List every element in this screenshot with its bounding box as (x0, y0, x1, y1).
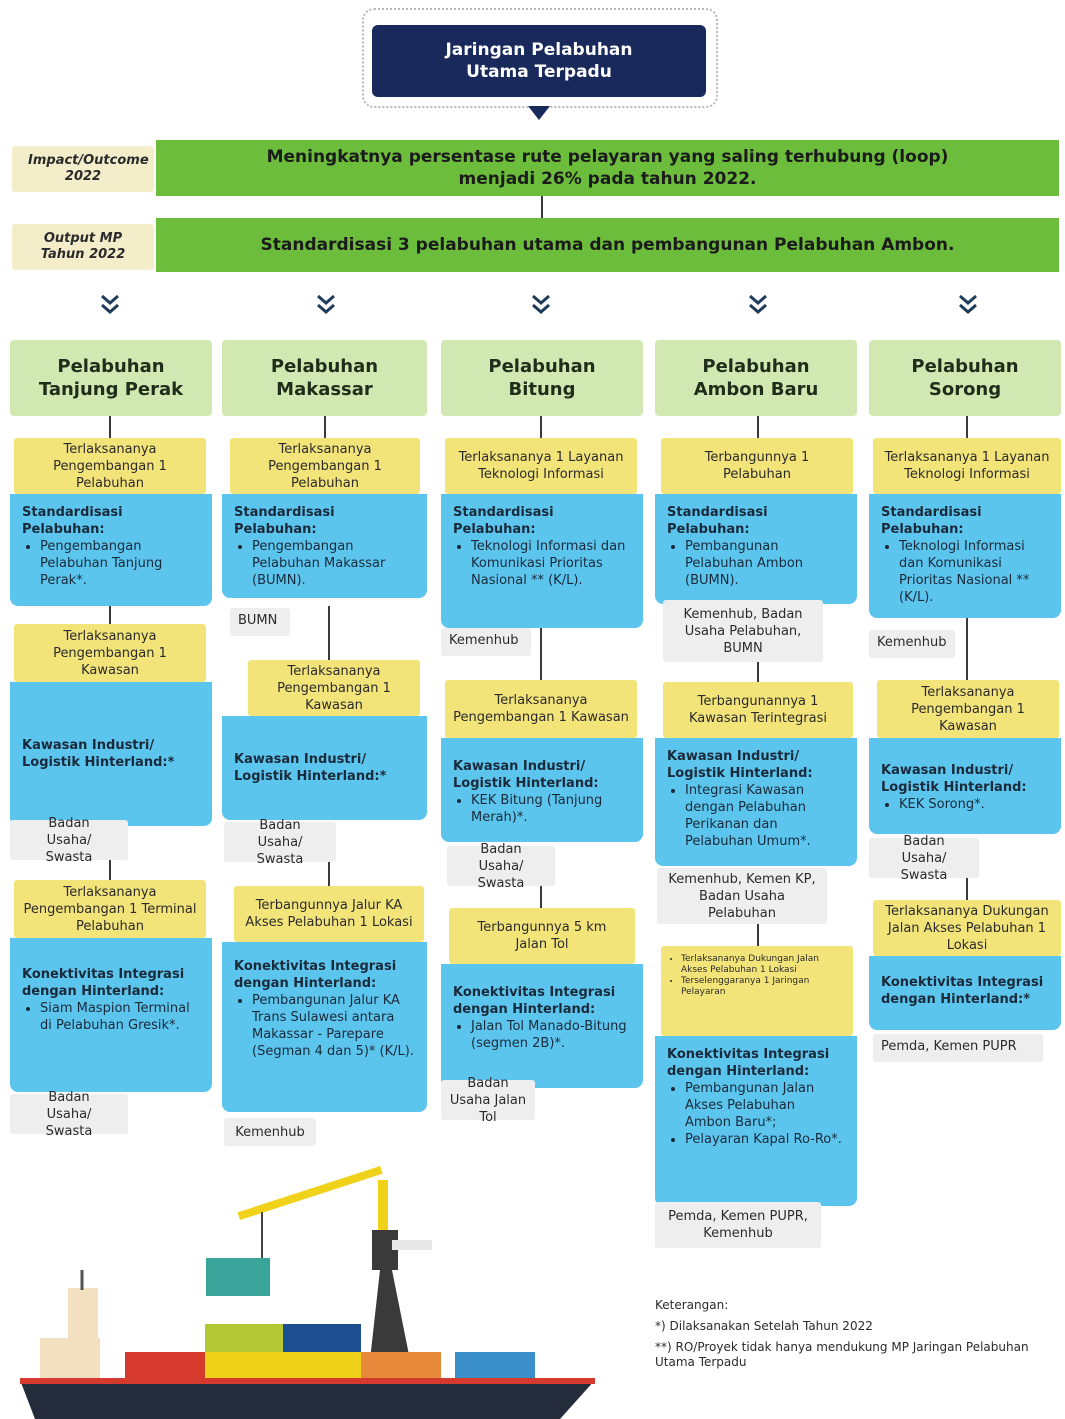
agency-label: Kemenhub (441, 628, 531, 656)
output-target-box: Terlaksananya Pengembangan 1 Pelabuhan (230, 438, 420, 494)
agency-label: Kemenhub (224, 1118, 316, 1146)
activity-box: Kawasan Industri/ Logistik Hinterland: K… (441, 738, 643, 842)
activity-box: Konektivitas Integrasi dengan Hinterland… (441, 964, 643, 1088)
connector-line (328, 862, 330, 886)
output-target-box: Terlaksananya Pengembangan 1 Terminal Pe… (14, 880, 206, 938)
column-header-sorong: Pelabuhan Sorong (869, 340, 1061, 416)
connector-line (966, 878, 968, 900)
output-target-box: Terlaksananya Dukungan Jalan Akses Pelab… (661, 946, 853, 1036)
chevron-down-icon (317, 294, 335, 314)
column-header-bitung: Pelabuhan Bitung (441, 340, 643, 416)
output-target-box: Terlaksananya Pengembangan 1 Kawasan (248, 660, 420, 716)
activity-box: Konektivitas Integrasi dengan Hinterland… (10, 938, 212, 1092)
activity-box: Kawasan Industri/ Logistik Hinterland: I… (655, 738, 857, 866)
activity-box: Standardisasi Pelabuhan: Pengembangan Pe… (222, 494, 427, 598)
impact-text: Meningkatnya persentase rute pelayaran y… (156, 140, 1059, 196)
activity-box: Standardisasi Pelabuhan: Teknologi Infor… (441, 494, 643, 628)
output-target-box: Terlaksananya Dukungan Jalan Akses Pelab… (873, 900, 1061, 956)
output-target-box: Terlaksananya 1 Layanan Teknologi Inform… (873, 438, 1061, 494)
output-label: Output MP Tahun 2022 (12, 224, 154, 270)
connector-line (109, 416, 111, 438)
output-target-box: Terbangunnya Jalur KA Akses Pelabuhan 1 … (234, 886, 424, 942)
connector-line (109, 606, 111, 624)
column-header-tanjung-perak: Pelabuhan Tanjung Perak (10, 340, 212, 416)
activity-box: Konektivitas Integrasi dengan Hinterland… (222, 942, 427, 1112)
agency-label: Badan Usaha/ Swasta (10, 816, 128, 865)
connector-line (757, 924, 759, 946)
connector-line (541, 196, 543, 218)
connector-line (540, 416, 542, 438)
cargo-ship-illustration (20, 1166, 595, 1419)
connector-line (757, 416, 759, 438)
column-header-makassar: Pelabuhan Makassar (222, 340, 427, 416)
activity-box: Kawasan Industri/ Logistik Hinterland: K… (869, 738, 1061, 834)
activity-box: Standardisasi Pelabuhan: Teknologi Infor… (869, 494, 1061, 618)
agency-label: Kemenhub (869, 630, 955, 658)
activity-box: Kawasan Industri/ Logistik Hinterland:* (10, 682, 212, 826)
chevron-down-icon (749, 294, 767, 314)
agency-label: Kemenhub, Badan Usaha Pelabuhan, BUMN (663, 600, 823, 662)
output-target-box: Terlaksananya Pengembangan 1 Pelabuhan (14, 438, 206, 494)
impact-label: Impact/Outcome 2022 (12, 146, 154, 192)
connector-line (540, 628, 542, 680)
title-pointer (528, 106, 550, 120)
agency-label: Badan Usaha/ Swasta (10, 1090, 128, 1139)
connector-line (328, 606, 330, 660)
output-target-box: Terlaksananya 1 Layanan Teknologi Inform… (445, 438, 637, 494)
chevron-down-icon (532, 294, 550, 314)
output-target-box: Terlaksananya Pengembangan 1 Kawasan (445, 680, 637, 738)
agency-label: Badan Usaha/ Swasta (447, 842, 555, 891)
activity-box: Konektivitas Integrasi dengan Hinterland… (869, 956, 1061, 1030)
connector-line (109, 860, 111, 880)
activity-box: Standardisasi Pelabuhan: Pembangunan Pel… (655, 494, 857, 604)
agency-label: Badan Usaha/ Swasta (224, 818, 336, 867)
legend: Keterangan: *) Dilaksanakan Setelah Tahu… (655, 1298, 1055, 1370)
legend-note: **) RO/Proyek tidak hanya mendukung MP J… (655, 1340, 1029, 1369)
connector-line (966, 618, 968, 680)
connector-line (966, 416, 968, 438)
output-target-box: Terbangunannya 1 Kawasan Terintegrasi (663, 682, 853, 738)
connector-line (757, 662, 759, 682)
connector-line (324, 416, 326, 438)
column-header-ambon-baru: Pelabuhan Ambon Baru (655, 340, 857, 416)
connector-line (540, 886, 542, 908)
agency-label: Kemenhub, Kemen KP, Badan Usaha Pelabuha… (657, 868, 827, 924)
output-target-box: Terlaksananya Pengembangan 1 Kawasan (14, 624, 206, 682)
output-target-box: Terlaksananya Pengembangan 1 Kawasan (877, 680, 1059, 738)
output-target-box: Terbangunnya 5 km Jalan Tol (449, 908, 635, 964)
legend-note: *) Dilaksanakan Setelah Tahun 2022 (655, 1319, 873, 1333)
diagram-title-text: Jaringan Pelabuhan Utama Terpadu (445, 40, 633, 82)
output-text: Standardisasi 3 pelabuhan utama dan pemb… (156, 218, 1059, 272)
agency-label: Pemda, Kemen PUPR (873, 1034, 1043, 1062)
agency-label: BUMN (230, 608, 290, 636)
chevron-down-icon (101, 294, 119, 314)
activity-box: Standardisasi Pelabuhan: Pengembangan Pe… (10, 494, 212, 606)
agency-label: Pemda, Kemen PUPR, Kemenhub (655, 1202, 821, 1248)
diagram-title: Jaringan Pelabuhan Utama Terpadu (372, 25, 706, 97)
legend-title: Keterangan: (655, 1298, 729, 1312)
agency-label: Badan Usaha/ Swasta (869, 834, 979, 883)
activity-box: Konektivitas Integrasi dengan Hinterland… (655, 1036, 857, 1206)
activity-box: Kawasan Industri/ Logistik Hinterland:* (222, 716, 427, 820)
agency-label: Badan Usaha Jalan Tol (441, 1076, 535, 1125)
chevron-down-icon (959, 294, 977, 314)
output-target-box: Terbangunnya 1 Pelabuhan (661, 438, 853, 494)
